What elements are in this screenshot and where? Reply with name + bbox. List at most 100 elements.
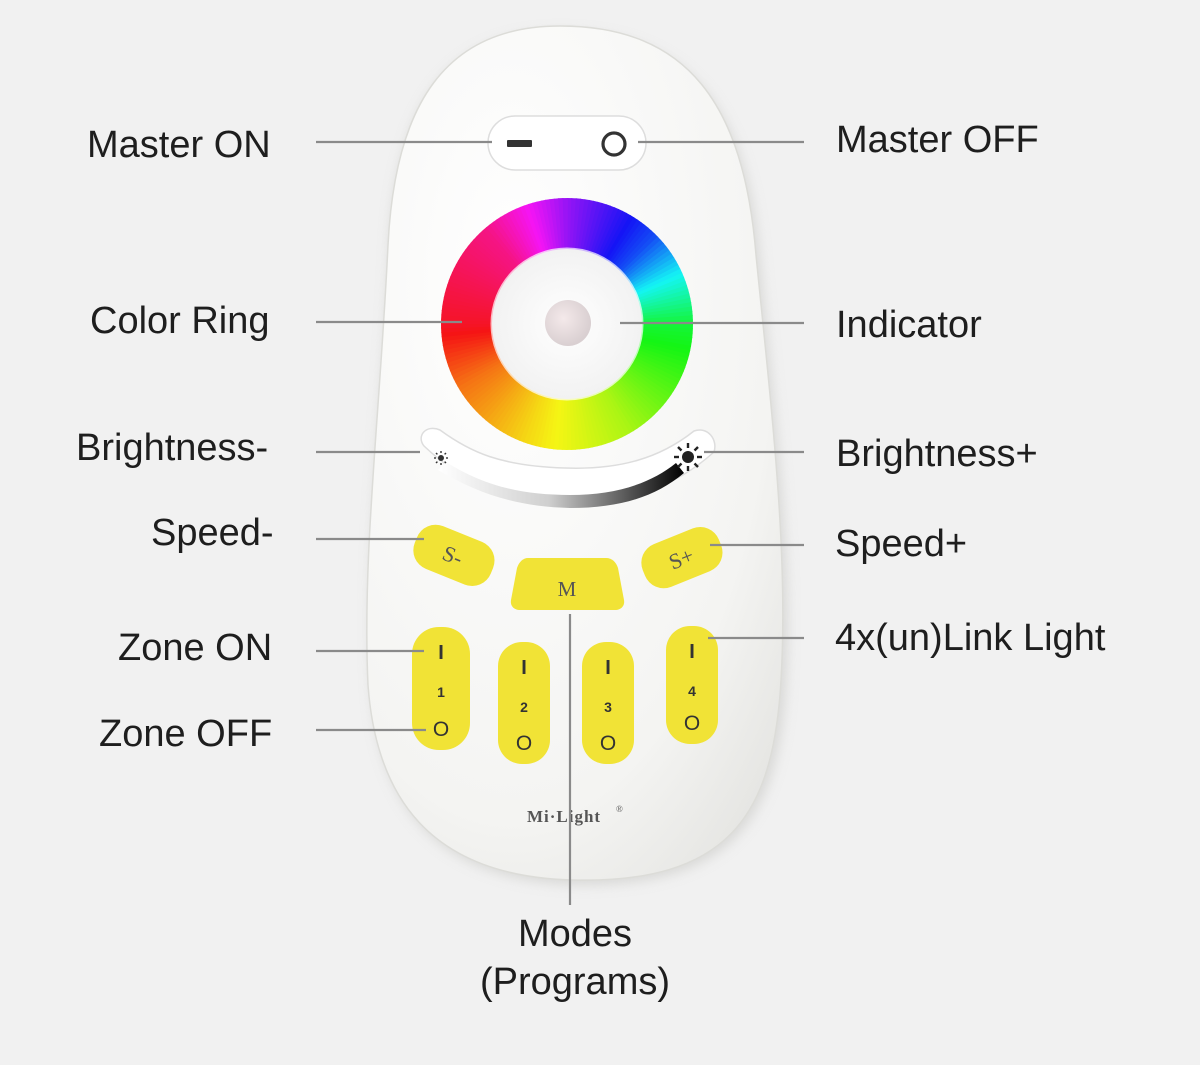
color-ring-segment[interactable]	[462, 249, 508, 283]
color-ring-segment[interactable]	[571, 397, 581, 450]
zone-key-3[interactable]: I3O	[582, 642, 634, 764]
color-ring-segment[interactable]	[640, 331, 693, 343]
color-ring-segment[interactable]	[442, 333, 495, 346]
color-ring-segment[interactable]	[584, 395, 602, 447]
color-ring-segment[interactable]	[628, 363, 674, 396]
zone-key-4[interactable]: I4O	[666, 626, 718, 744]
color-ring[interactable]	[441, 198, 693, 450]
zone-key-body[interactable]	[582, 642, 634, 764]
color-ring-segment[interactable]	[635, 276, 686, 300]
color-ring-segment[interactable]	[601, 212, 631, 261]
color-ring-segment[interactable]	[442, 301, 495, 314]
color-ring-segment[interactable]	[606, 217, 639, 263]
color-ring-segment[interactable]	[624, 367, 669, 403]
color-ring-segment[interactable]	[492, 219, 527, 265]
color-ring-segment[interactable]	[515, 206, 540, 257]
color-ring-segment[interactable]	[448, 348, 499, 372]
color-ring-segment[interactable]	[633, 354, 683, 381]
color-ring-segment[interactable]	[523, 203, 545, 255]
color-ring-segment[interactable]	[603, 386, 634, 434]
color-ring-segment[interactable]	[536, 200, 553, 253]
color-ring-segment[interactable]	[518, 392, 542, 443]
color-ring-segment[interactable]	[623, 369, 667, 406]
zone-key-body[interactable]	[666, 626, 718, 744]
color-ring-segment[interactable]	[446, 346, 498, 368]
color-ring-segment[interactable]	[486, 224, 522, 268]
color-ring-segment[interactable]	[443, 292, 496, 309]
color-ring-segment[interactable]	[527, 394, 547, 446]
color-ring-segment[interactable]	[535, 395, 552, 448]
color-ring-segment[interactable]	[640, 310, 693, 320]
color-ring-segment[interactable]	[470, 239, 513, 277]
speed-minus-button[interactable]: S-	[407, 519, 500, 592]
color-ring-segment[interactable]	[629, 361, 677, 392]
color-ring-segment[interactable]	[604, 214, 635, 262]
color-ring-segment[interactable]	[479, 229, 518, 271]
color-ring-segment[interactable]	[582, 200, 599, 253]
color-ring-segment[interactable]	[528, 202, 548, 254]
color-ring-segment[interactable]	[599, 210, 627, 259]
color-ring-segment[interactable]	[579, 396, 594, 449]
color-ring-segment[interactable]	[459, 362, 506, 395]
dim-sun-icon[interactable]	[434, 451, 448, 465]
color-ring-segment[interactable]	[519, 205, 543, 256]
color-ring-segment[interactable]	[632, 356, 681, 384]
color-ring-segment[interactable]	[444, 288, 497, 307]
color-ring-segment[interactable]	[453, 264, 502, 292]
color-ring-segment[interactable]	[447, 280, 498, 302]
color-ring-segment[interactable]	[635, 349, 686, 373]
color-ring-segment[interactable]	[605, 385, 638, 432]
color-ring-segment[interactable]	[451, 267, 501, 294]
color-ring-segment[interactable]	[607, 383, 642, 429]
color-ring-segment[interactable]	[638, 289, 690, 307]
color-ring-segment[interactable]	[476, 232, 516, 273]
color-ring-segment[interactable]	[441, 331, 494, 342]
color-ring-segment[interactable]	[507, 210, 536, 259]
zone-key-1[interactable]: I1O	[412, 627, 470, 750]
color-ring-segment[interactable]	[545, 199, 558, 252]
color-ring-segment[interactable]	[630, 358, 679, 388]
color-ring-segment[interactable]	[500, 214, 531, 262]
color-ring-segment[interactable]	[637, 341, 690, 360]
color-ring-segment[interactable]	[443, 338, 496, 355]
color-ring-segment[interactable]	[620, 236, 662, 275]
color-ring-segment[interactable]	[489, 221, 524, 266]
color-ring-segment[interactable]	[636, 280, 688, 302]
color-ring-segment[interactable]	[532, 201, 550, 253]
color-ring-segment[interactable]	[441, 323, 494, 329]
color-ring-segment[interactable]	[576, 396, 589, 449]
color-ring-segment[interactable]	[462, 364, 508, 399]
color-ring-segment[interactable]	[492, 383, 526, 429]
color-ring-segment[interactable]	[548, 397, 560, 450]
color-ring-segment[interactable]	[566, 397, 572, 450]
color-ring-segment[interactable]	[616, 230, 656, 272]
color-ring-segment[interactable]	[465, 245, 510, 281]
color-ring-segment[interactable]	[638, 339, 691, 356]
color-ring-segment[interactable]	[488, 381, 524, 426]
color-ring-segment[interactable]	[639, 334, 692, 347]
color-ring-segment[interactable]	[496, 216, 529, 263]
color-ring-segment[interactable]	[499, 386, 530, 434]
bright-sun-icon[interactable]	[674, 443, 702, 471]
color-ring-segment[interactable]	[574, 198, 586, 251]
color-ring-segment[interactable]	[608, 219, 642, 265]
color-ring-segment[interactable]	[623, 243, 667, 279]
color-ring-segment[interactable]	[503, 387, 533, 436]
color-ring-segment[interactable]	[579, 199, 595, 252]
color-ring-segment[interactable]	[618, 233, 659, 273]
zone-key-2[interactable]: I2O	[498, 642, 550, 764]
color-ring-segment[interactable]	[587, 202, 607, 254]
color-ring-segment[interactable]	[633, 268, 683, 295]
color-ring-segment[interactable]	[475, 375, 516, 415]
color-ring-segment[interactable]	[504, 212, 533, 260]
color-ring-segment[interactable]	[592, 205, 616, 256]
color-ring-segment[interactable]	[584, 201, 603, 254]
color-ring-segment[interactable]	[634, 351, 684, 377]
color-ring-segment[interactable]	[594, 207, 620, 257]
color-ring-segment[interactable]	[638, 293, 691, 310]
color-ring-segment[interactable]	[625, 246, 670, 281]
color-ring-segment[interactable]	[597, 208, 624, 258]
speed-plus-button[interactable]: S+	[635, 521, 728, 594]
minus-icon[interactable]	[507, 140, 532, 147]
color-ring-segment[interactable]	[586, 394, 606, 446]
